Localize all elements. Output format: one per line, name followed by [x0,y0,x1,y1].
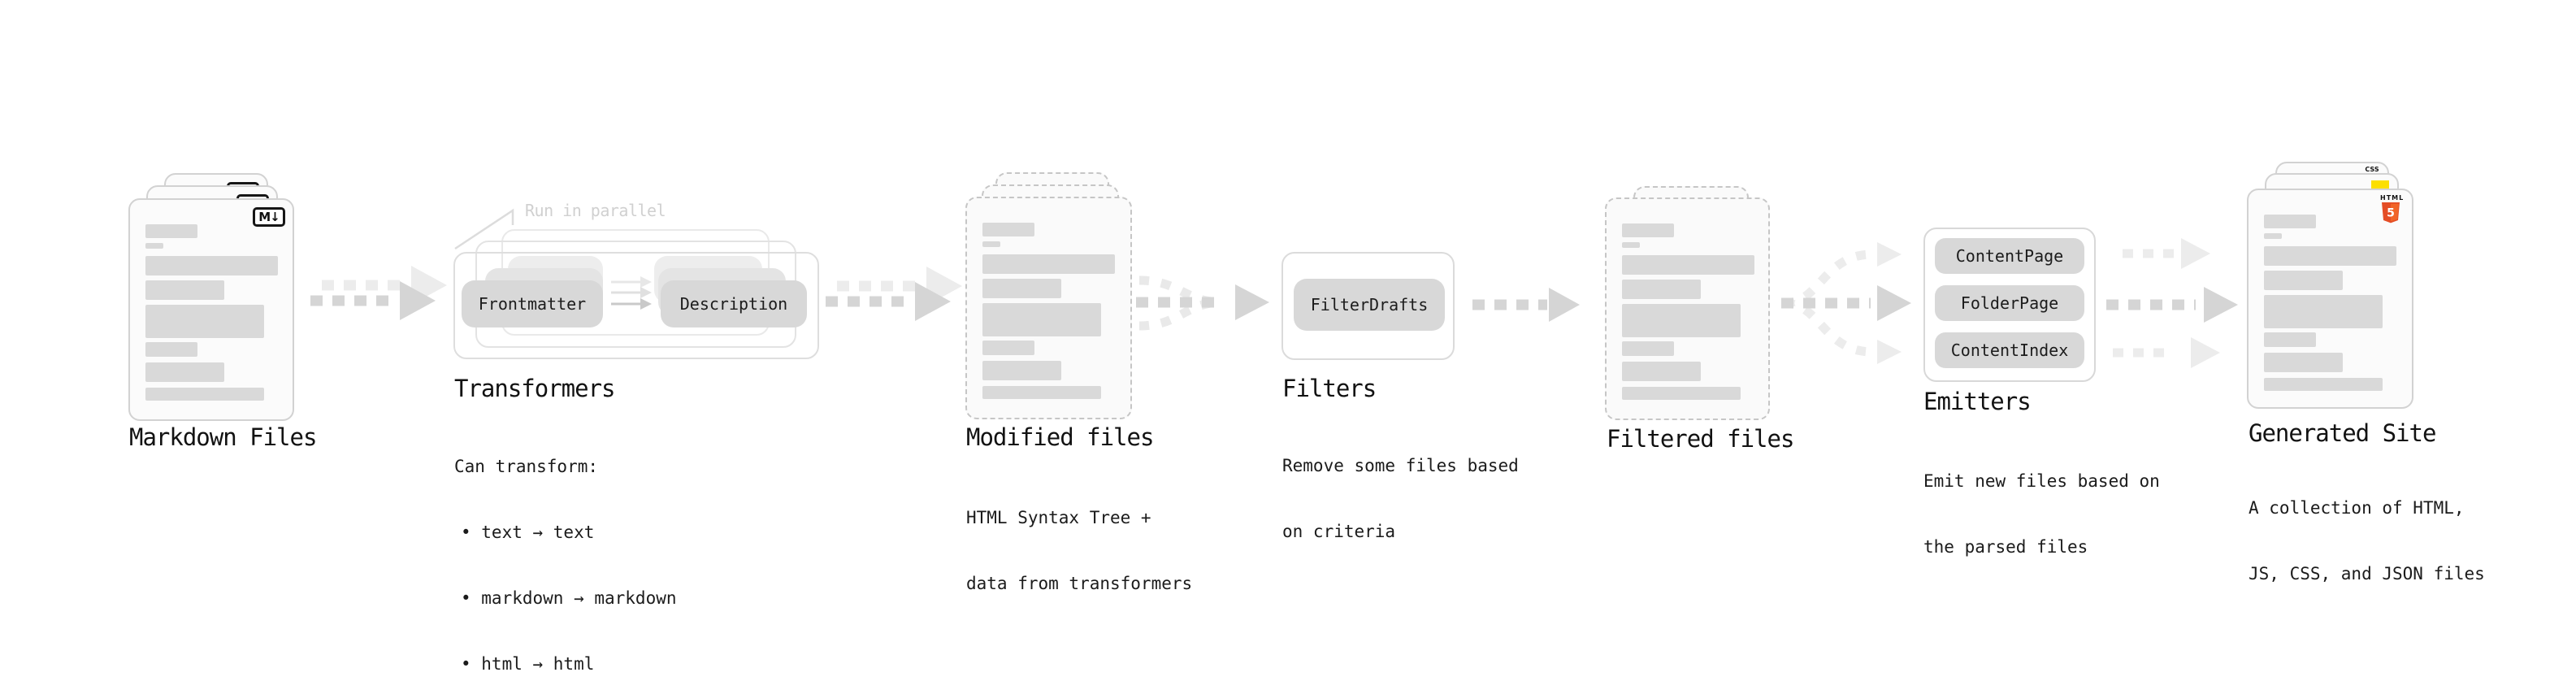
caption-bullet: • markdown → markdown [461,588,677,608]
stage-title-generated-site: Generated Site [2249,419,2436,447]
js-icon [2371,180,2389,190]
stage-title-filtered-files: Filtered files [1607,425,1794,453]
html5-icon-label: HTML [2380,194,2405,202]
markdown-icon: M↓ [253,207,285,227]
skeleton-line [982,386,1101,399]
skeleton-line [1622,223,1674,237]
html5-icon-number: 5 [2387,207,2395,220]
caption-line: A collection of HTML, [2249,498,2465,518]
skeleton-line [982,223,1034,236]
skeleton-line [1622,280,1701,299]
skeleton-line [145,362,224,382]
stage-title-transformers: Transformers [454,375,616,402]
skeleton-line [2264,353,2343,372]
arrow-filters-to-filtered [1472,288,1580,322]
skeleton-line [1622,304,1741,337]
skeleton-line [145,305,264,338]
caption-bullet: • text → text [461,523,595,542]
filters-caption: Remove some files based on criteria [1282,411,1519,587]
skeleton-line [145,388,264,401]
contentindex-pill: ContentIndex [1935,332,2084,368]
skeleton-line [145,342,197,357]
modified-file-card-front [965,197,1132,419]
description-pill: Description [661,280,807,327]
skeleton-line [145,243,163,249]
skeleton-line [2264,215,2316,228]
skeleton-line [2264,233,2282,239]
contentpage-pill: ContentPage [1935,238,2084,274]
arrow-transformers-to-modified [826,267,962,321]
skeleton-line [1622,362,1701,381]
html5-icon: HTML 5 [2380,194,2405,224]
generated-file-card-front: HTML 5 [2247,189,2413,409]
caption-line: Remove some files based [1282,456,1519,475]
caption-line: Emit new files based on [1923,471,2160,491]
caption-line: HTML Syntax Tree + [966,508,1151,527]
markdown-file-card-front: M↓ [128,198,294,421]
frontmatter-pill: Frontmatter [462,280,603,327]
transformers-box-front [453,252,819,359]
skeleton-line [1622,387,1741,400]
skeleton-line [982,303,1101,336]
caption-line: JS, CSS, and JSON files [2249,564,2485,583]
filtered-file-card-front [1605,197,1770,420]
skeleton-line [2264,295,2383,328]
arrow-modified-to-filters [1136,275,1269,331]
skeleton-line [2264,332,2316,347]
filterdrafts-pill: FilterDrafts [1294,279,1445,331]
skeleton-line [2264,246,2396,266]
arrow-markdown-to-transformers [310,266,447,320]
skeleton-line [982,340,1034,355]
emitters-caption: Emit new files based on the parsed files [1923,427,2160,602]
folderpage-pill: FolderPage [1935,285,2084,321]
skeleton-line [1622,255,1754,275]
arrow-filtered-to-emitters [1781,242,1911,364]
stage-title-filters: Filters [1282,375,1377,402]
skeleton-line [1622,242,1640,248]
run-in-parallel-note: Run in parallel [525,201,666,220]
caption-bullet: • html → html [461,654,595,674]
css-icon-label: CSS [2365,166,2379,173]
caption-line: Can transform: [454,457,599,476]
skeleton-line [2264,378,2383,391]
arrow-emitters-to-generated [2106,238,2238,368]
modified-files-caption: HTML Syntax Tree + data from transformer… [966,463,1192,639]
skeleton-line [982,254,1115,274]
skeleton-line [145,280,224,300]
skeleton-line [145,256,278,275]
caption-line: the parsed files [1923,537,2088,557]
stage-title-markdown-files: Markdown Files [129,423,317,451]
skeleton-line [1622,341,1674,356]
generated-site-caption: A collection of HTML, JS, CSS, and JSON … [2249,453,2485,629]
transformers-caption: Can transform: • text → text • markdown … [454,412,677,681]
caption-line: data from transformers [966,574,1193,593]
skeleton-line [982,241,1000,247]
stage-title-modified-files: Modified files [966,423,1154,451]
stage-title-emitters: Emitters [1923,388,2032,415]
skeleton-line [145,224,197,238]
skeleton-line [2264,271,2343,290]
caption-line: on criteria [1282,522,1396,541]
skeleton-line [982,361,1061,380]
skeleton-line [982,279,1061,298]
